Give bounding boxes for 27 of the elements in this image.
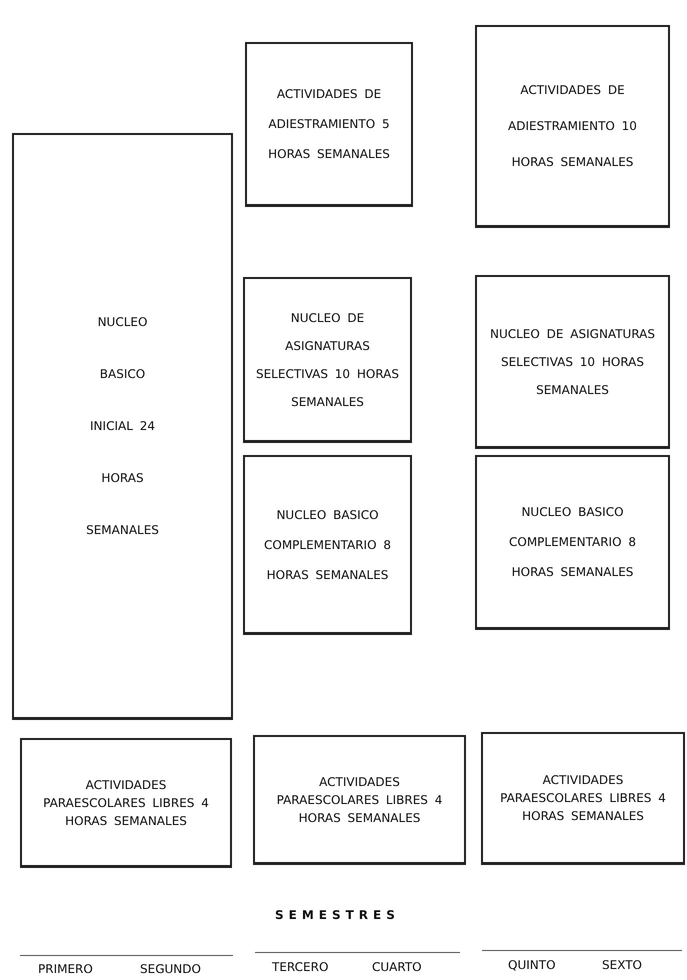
semester-label: SEXTO	[602, 958, 642, 972]
box-text: ACTIVIDADES PARAESCOLARES LIBRES 4 HORAS SEMANALES	[276, 774, 444, 826]
semester-label: TERCERO	[272, 960, 328, 974]
core-block	[12, 133, 233, 720]
semester-label: SEGUNDO	[140, 962, 201, 976]
box-text: NUCLEO BASICO COMPLEMENTARIO 8 HORAS SEMANALES	[263, 506, 392, 584]
extracurricular-block	[20, 738, 232, 868]
semester-heading: SEMESTRES	[275, 908, 400, 922]
complementary-block	[475, 455, 670, 630]
box-text: NUCLEO DE ASIGNATURAS SELECTIVAS 10 HORAS SEMANALES	[254, 310, 400, 410]
box-text: ACTIVIDADES PARAESCOLARES LIBRES 4 HORAS SEMANALES	[42, 776, 210, 830]
elective-block	[243, 277, 412, 443]
box-text: NUCLEO BASICO INICIAL 24 HORAS SEMANALES	[85, 314, 160, 539]
box-text: NUCLEO BASICO COMPLEMENTARIO 8 HORAS SEMANALES	[508, 504, 637, 581]
elective-block	[475, 275, 670, 449]
box-text: NUCLEO DE ASIGNATURAS SELECTIVAS 10 HORAS SEMANALES	[488, 326, 656, 398]
training-block	[245, 42, 413, 207]
box-text: ACTIVIDADES PARAESCOLARES LIBRES 4 HORAS SEMANALES	[499, 772, 667, 825]
complementary-block	[243, 455, 412, 635]
box-text: ACTIVIDADES DE ADIESTRAMIENTO 10 HORAS SEMANALES	[507, 82, 638, 171]
semester-label: QUINTO	[508, 958, 556, 972]
extracurricular-block	[481, 732, 685, 865]
semester-label: PRIMERO	[38, 962, 93, 976]
semester-label: CUARTO	[372, 960, 422, 974]
extracurricular-block	[253, 735, 466, 865]
training-block	[475, 25, 670, 228]
box-text: ACTIVIDADES DE ADIESTRAMIENTO 5 HORAS SEMANALES	[267, 86, 391, 163]
